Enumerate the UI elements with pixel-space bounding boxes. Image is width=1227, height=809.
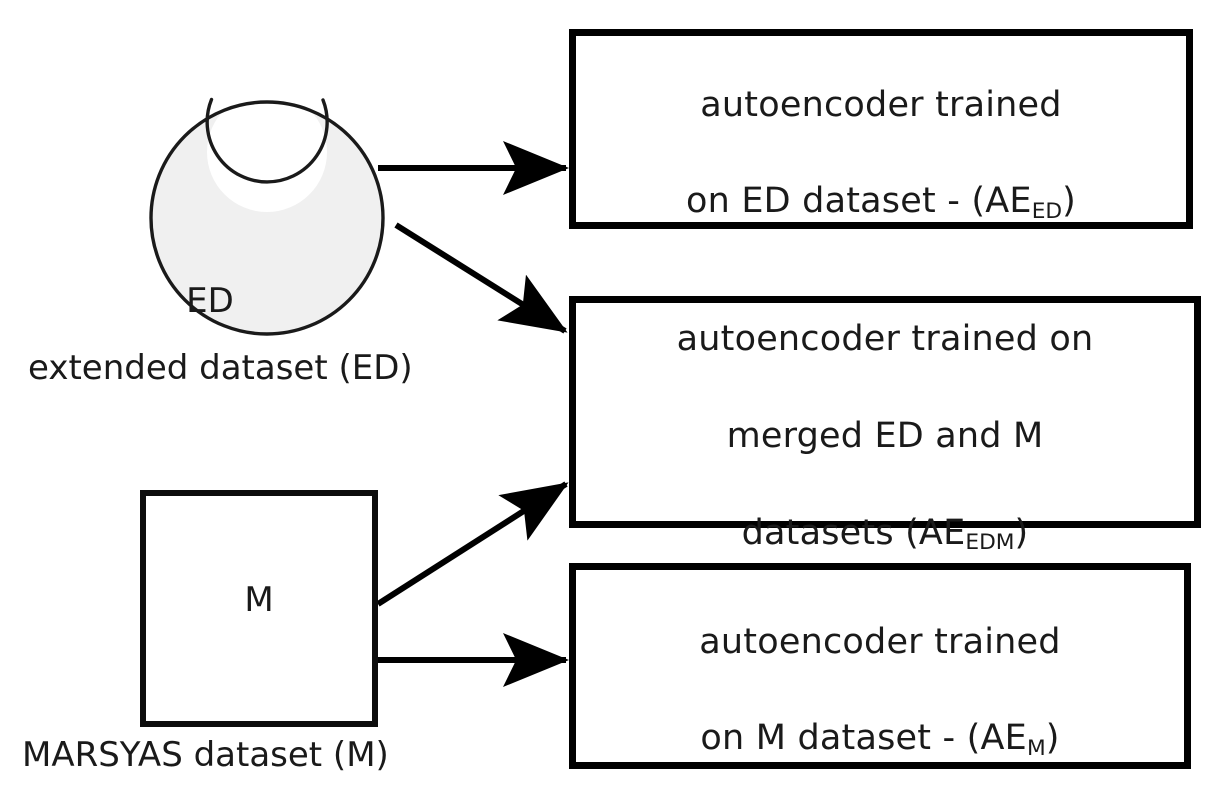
ed-crescent-shape (149, 97, 385, 336)
arrow-m-to-ae-edm (376, 481, 569, 607)
box-ae-edm-line2: merged ED and M (726, 416, 1044, 456)
box-autoencoder-m: autoencoder trained on M dataset - (AEM) (569, 563, 1191, 769)
m-caption: MARSYAS dataset (M) (22, 735, 389, 775)
box-ae-ed-line2-prefix: on ED dataset - (AE (686, 181, 1032, 222)
box-ae-ed-line2-sub: ED (1031, 198, 1063, 224)
box-ae-m-line2-prefix: on M dataset - (AE (700, 718, 1027, 759)
arrow-ed-to-ae-edm (394, 222, 568, 334)
box-autoencoder-edm-text: autoencoder trained on merged ED and M d… (677, 267, 1094, 557)
m-shape-label: M (244, 580, 274, 620)
box-ae-ed-line2-suffix: ) (1062, 181, 1076, 222)
box-autoencoder-m-text: autoencoder trained on M dataset - (AEM) (699, 569, 1060, 762)
box-autoencoder-ed-text: autoencoder trained on ED dataset - (AEE… (686, 32, 1076, 225)
m-dataset-square (140, 490, 378, 727)
ed-caption: extended dataset (ED) (28, 348, 413, 388)
box-ae-edm-line3-suffix: ) (1014, 512, 1029, 553)
box-ae-ed-line1: autoencoder trained (700, 84, 1062, 125)
box-ae-edm-line3-prefix: datasets (AE (741, 512, 966, 553)
box-autoencoder-edm: autoencoder trained on merged ED and M d… (569, 296, 1201, 555)
box-ae-m-line2-sub: M (1027, 735, 1046, 761)
box-ae-edm-line3-sub: EDM (965, 530, 1015, 556)
box-autoencoder-ed: autoencoder trained on ED dataset - (AEE… (569, 29, 1193, 229)
box-ae-m-line1: autoencoder trained (699, 621, 1061, 662)
ed-shape-label: ED (186, 281, 234, 321)
box-ae-edm-line1: autoencoder trained on (676, 319, 1094, 360)
box-ae-m-line2-suffix: ) (1045, 718, 1060, 759)
